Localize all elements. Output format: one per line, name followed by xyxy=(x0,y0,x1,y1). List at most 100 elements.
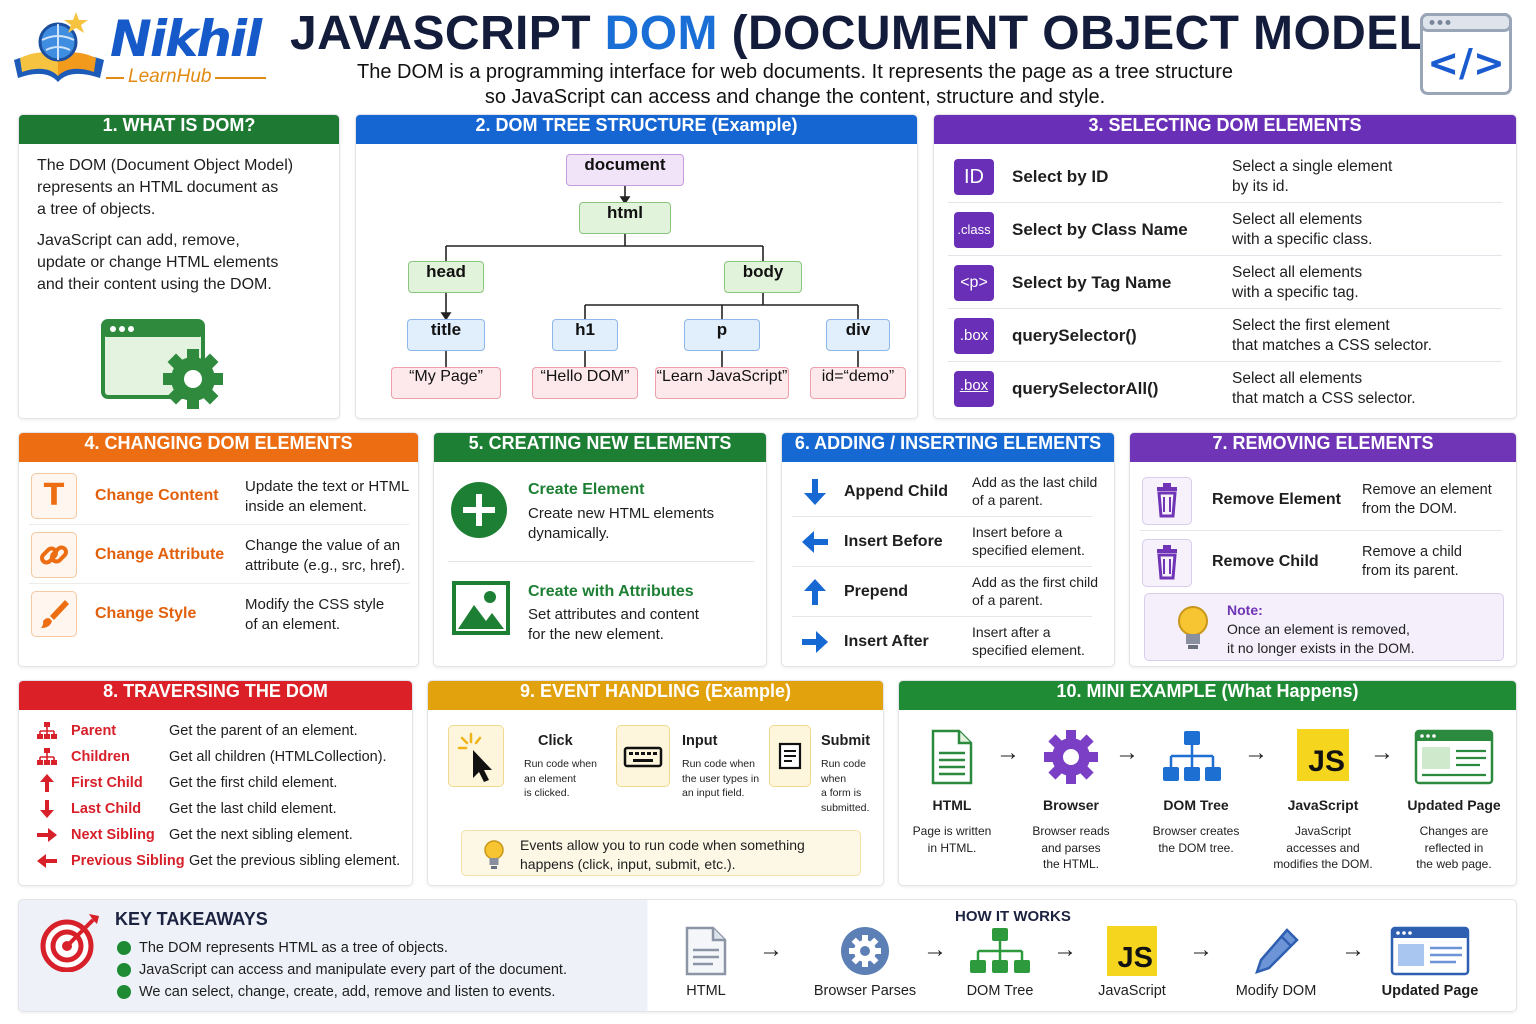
text-line: Browser reads xyxy=(1032,824,1110,838)
section-changing: 4. CHANGING DOM ELEMENTS T Change Conten… xyxy=(18,432,419,667)
change-label: Change Content xyxy=(95,487,219,504)
how-flow: HTML → Browser Parses → DOM Tree → JS Ja… xyxy=(659,926,1509,1010)
arrow-up-icon xyxy=(40,774,54,792)
dom-js-usage: JavaScript can add, remove, update or ch… xyxy=(37,230,278,296)
text-line: the HTML. xyxy=(1042,857,1099,871)
flow-arrow: → xyxy=(1115,739,1139,766)
text-line: The DOM (Document Object Model) xyxy=(37,157,294,174)
flow-arrow: → xyxy=(1341,936,1365,963)
gear-icon xyxy=(1044,730,1098,784)
tag-icon: <p> xyxy=(954,265,994,301)
arrow-left-icon xyxy=(802,531,828,553)
document-icon xyxy=(685,926,727,976)
box-selector-all-icon: .box xyxy=(954,371,994,407)
text-line: from the DOM. xyxy=(1362,501,1458,517)
click-cursor-icon xyxy=(448,725,504,787)
text-line: it no longer exists in the DOM. xyxy=(1227,640,1415,656)
traverse-description: Get all children (HTMLCollection). xyxy=(169,749,387,765)
form-icon xyxy=(769,725,811,787)
document-icon xyxy=(931,729,973,785)
book-logo-icon xyxy=(14,12,104,82)
tree-text-div: id=“demo” xyxy=(810,367,906,399)
section-dom-tree: 2. DOM TREE STRUCTURE (Example) document… xyxy=(355,114,918,419)
text-line: Changes are xyxy=(1419,824,1489,838)
section-creating: 5. CREATING NEW ELEMENTS Create Element … xyxy=(433,432,767,667)
add-label: Prepend xyxy=(844,583,909,600)
note-box: Note: Once an element is removed,it no l… xyxy=(1144,593,1504,661)
trash-icon xyxy=(1142,477,1192,525)
javascript-logo-icon: JS xyxy=(1107,926,1157,976)
section-title: 6. ADDING / INSERTING ELEMENTS xyxy=(782,433,1114,462)
remove-label: Remove Child xyxy=(1212,553,1319,570)
text-line: Add as the last child xyxy=(972,474,1098,490)
tree-node-div: div xyxy=(826,319,890,351)
add-label: Insert After xyxy=(844,633,929,650)
title-highlight: DOM xyxy=(604,7,718,60)
text-line: in HTML. xyxy=(927,840,977,855)
flow-arrow: → xyxy=(1370,739,1394,766)
traverse-description: Get the next sibling element. xyxy=(169,827,353,843)
tree-node-title: title xyxy=(407,319,485,351)
text-line: Remove a child xyxy=(1362,544,1462,560)
text-t-icon: T xyxy=(31,473,77,519)
text-line: for the new element. xyxy=(528,626,664,643)
traverse-label: Parent xyxy=(71,723,117,739)
text-line: Update the text or HTML xyxy=(245,478,410,495)
plus-circle-icon xyxy=(451,482,507,538)
how-step-label: DOM Tree xyxy=(966,983,1034,999)
tree-text-h1: “Hello DOM” xyxy=(532,367,638,399)
text-line: represents an HTML document as xyxy=(37,179,279,196)
text-line: Select a single element xyxy=(1232,158,1393,175)
tree-connectors xyxy=(440,186,859,367)
code-window-icon: </> xyxy=(1420,13,1512,95)
text-line: and parses xyxy=(1041,840,1101,855)
arrow-right-icon xyxy=(802,631,828,653)
text-line: update or change HTML elements xyxy=(37,254,279,271)
text-line: by its id. xyxy=(1232,178,1289,195)
step-description: Browser reads and parses the HTML. xyxy=(1016,823,1126,873)
arrow-left-icon xyxy=(37,854,57,868)
text-line: of a parent. xyxy=(972,492,1043,508)
text-line: and their content using the DOM. xyxy=(37,276,272,293)
box-selector-icon: .box xyxy=(954,318,994,354)
check-icon xyxy=(117,985,131,999)
event-title: Input xyxy=(682,733,718,749)
section-title: 4. CHANGING DOM ELEMENTS xyxy=(19,433,418,462)
flow-arrow: → xyxy=(1244,739,1268,766)
select-row-queryselector: .box querySelector() Select the first el… xyxy=(948,310,1502,362)
select-label: Select by ID xyxy=(1012,167,1109,186)
traverse-description: Get the previous sibling element. xyxy=(189,853,401,869)
text-line: dynamically. xyxy=(528,525,610,542)
takeaways-title: KEY TAKEAWAYS xyxy=(115,909,268,929)
text-line: Select the first element xyxy=(1232,317,1390,334)
flow-arrow: → xyxy=(1053,936,1077,963)
tree-hierarchy-icon xyxy=(1163,731,1221,781)
note-text: Once an element is removed,it no longer … xyxy=(1227,620,1415,658)
logo: Nikhil LearnHub xyxy=(6,6,276,92)
section-adding: 6. ADDING / INSERTING ELEMENTS Append Ch… xyxy=(781,432,1115,667)
title-part: (DOCUMENT OBJECT MODEL) xyxy=(717,7,1445,60)
section-title: 9. EVENT HANDLING (Example) xyxy=(428,681,883,710)
section-mini-example: 10. MINI EXAMPLE (What Happens) HTML Pag… xyxy=(898,680,1517,886)
select-row-queryselectorall: .box querySelectorAll() Select all eleme… xyxy=(948,363,1502,415)
select-label: querySelector() xyxy=(1012,326,1137,345)
step-title: Updated Page xyxy=(1407,797,1501,813)
takeaway-item: We can select, change, create, add, remo… xyxy=(117,982,555,1002)
